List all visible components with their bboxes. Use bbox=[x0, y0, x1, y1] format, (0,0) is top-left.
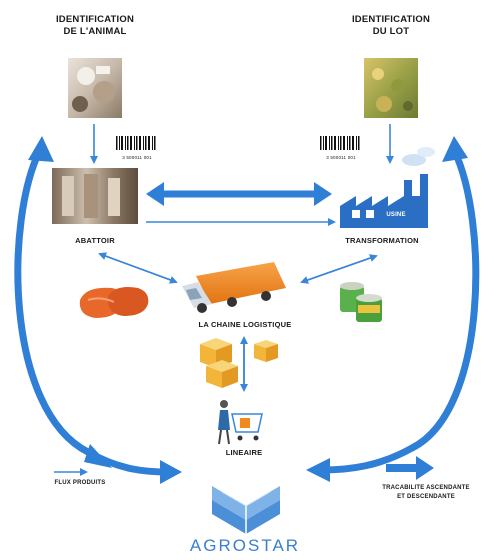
truck-icon bbox=[182, 262, 286, 313]
animal-id-title: IDENTIFICATION DE L'ANIMAL bbox=[30, 14, 160, 38]
lot-id-title: IDENTIFICATION DU LOT bbox=[326, 14, 456, 38]
animal-photo bbox=[68, 58, 122, 118]
barcode-right-icon bbox=[318, 134, 362, 154]
legend-traca-line2: ET DESCENDANTE bbox=[397, 494, 455, 500]
legend-traca-label: TRACABILITE ASCENDANTE ET DESCENDANTE bbox=[366, 484, 486, 502]
lineaire-label: LINEAIRE bbox=[225, 448, 263, 457]
chaine-label: LA CHAINE LOGISTIQUE bbox=[198, 320, 292, 329]
barcode-right-number: 3 500011 001 bbox=[326, 155, 356, 160]
abattoir-to-truck-arrow bbox=[98, 252, 178, 284]
factory-icon bbox=[340, 147, 435, 228]
usine-label: USINE bbox=[386, 212, 406, 218]
abattoir-photo bbox=[52, 168, 138, 224]
abattoir-label: ABATTOIR bbox=[75, 236, 115, 245]
lot-id-line2: DU LOT bbox=[372, 26, 410, 37]
shopper-icon bbox=[218, 400, 263, 445]
transformation-label: TRANSFORMATION bbox=[345, 236, 419, 245]
brand-name: AGROSTAR bbox=[189, 536, 301, 555]
legend-flux-label: FLUX PRODUITS bbox=[54, 480, 106, 486]
boxes-icon bbox=[200, 338, 278, 388]
barcode-left-number: 3 500011 001 bbox=[122, 155, 152, 160]
lot-id-line1: IDENTIFICATION bbox=[351, 14, 431, 25]
agrostar-logo bbox=[212, 486, 280, 534]
lot-photo bbox=[364, 58, 418, 118]
cans-icon bbox=[340, 282, 382, 322]
legend-traca-arrow bbox=[386, 456, 434, 480]
traceability-loop-left bbox=[14, 136, 182, 484]
exchange-arrow bbox=[146, 182, 332, 206]
animal-id-line1: IDENTIFICATION bbox=[55, 14, 135, 25]
animal-id-line2: DE L'ANIMAL bbox=[63, 26, 127, 37]
barcode-left-icon bbox=[114, 134, 158, 154]
traceability-loop-right bbox=[306, 136, 480, 482]
meat-icon bbox=[79, 287, 149, 318]
transformation-to-truck-arrow bbox=[300, 254, 378, 284]
legend-traca-line1: TRACABILITE ASCENDANTE bbox=[382, 485, 470, 491]
